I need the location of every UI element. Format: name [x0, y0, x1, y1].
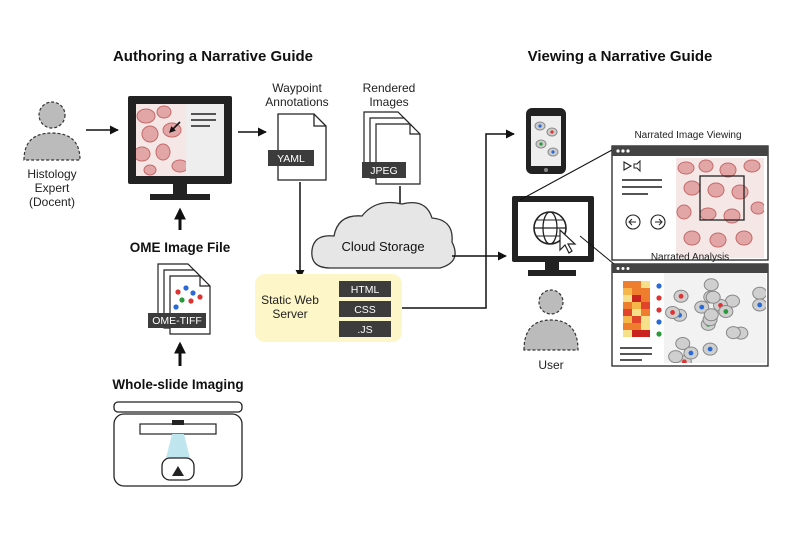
- heatmap-cell: [623, 316, 632, 323]
- cell-shape: [668, 350, 684, 363]
- heatmap-cell: [632, 316, 641, 323]
- analysis-cell-image: [664, 273, 766, 363]
- heatmap-cell: [623, 302, 632, 309]
- waypoint-label-2: Annotations: [265, 95, 328, 109]
- cell-marker: [707, 346, 713, 352]
- narrated-analysis-label: Narrated Analysis: [651, 252, 729, 263]
- cell-shape: [703, 308, 719, 322]
- css-tag: CSS: [354, 304, 376, 316]
- heatmap-cell: [623, 323, 632, 330]
- play-icon: [623, 161, 633, 171]
- heatmap-cell: [641, 288, 650, 295]
- narrated-analysis-window: [611, 263, 769, 367]
- ome-tiff-file-icon: [148, 263, 211, 335]
- tissue-image-icon: [136, 104, 224, 176]
- speaker-icon: [633, 159, 641, 173]
- cloud-storage-icon: [311, 201, 456, 269]
- cell-shape: [725, 326, 741, 340]
- heatmap-cell: [641, 309, 650, 316]
- html-tag: HTML: [351, 284, 380, 296]
- slide-scanner-icon: [113, 401, 243, 487]
- heatmap-cell: [632, 295, 641, 302]
- cell-marker: [688, 350, 694, 356]
- static-server-label-2: Server: [272, 307, 307, 321]
- globe-icon: [533, 211, 567, 245]
- arrow-server-to-phone: [402, 129, 515, 309]
- whole-slide-imaging-label: Whole-slide Imaging: [112, 377, 243, 392]
- rendered-label-1: Rendered: [363, 81, 416, 95]
- cell-marker: [723, 309, 729, 314]
- cell-shape: [703, 278, 719, 292]
- js-tag: .JS: [357, 324, 372, 336]
- ome-tiff-tag: OME-TIFF: [152, 315, 202, 327]
- connector-to-analysis: [579, 235, 615, 265]
- heatmap-grid: [623, 281, 650, 337]
- cell-shape: [675, 336, 691, 350]
- heatmap-cell: [632, 302, 641, 309]
- js-badge: [339, 321, 391, 337]
- heatmap-cell: [641, 330, 650, 337]
- docent-label-3: (Docent): [29, 195, 75, 209]
- heatmap-cell: [623, 288, 632, 295]
- jpeg-tag: JPEG: [370, 165, 397, 177]
- connector-to-viewing: [519, 149, 613, 201]
- jpeg-files-icon: [362, 111, 421, 185]
- ome-image-file-label: OME Image File: [130, 240, 231, 255]
- cell-marker: [678, 293, 684, 299]
- yaml-file-icon: [268, 113, 327, 181]
- heatmap-cell: [641, 316, 650, 323]
- static-server-label-1: Static Web: [261, 293, 319, 307]
- heatmap-cell: [632, 309, 641, 316]
- viewing-heading: Viewing a Narrative Guide: [528, 48, 713, 65]
- phone-icon: [526, 108, 566, 174]
- cell-marker: [757, 302, 763, 308]
- cell-marker: [681, 359, 687, 363]
- cloud-storage-label: Cloud Storage: [341, 239, 424, 254]
- docent-person-icon: [23, 101, 81, 161]
- heatmap-cell: [632, 288, 641, 295]
- cell-shape: [705, 290, 721, 304]
- css-badge: [339, 301, 391, 317]
- heatmap-cell: [623, 309, 632, 316]
- heatmap-cell: [632, 281, 641, 288]
- heatmap-cell: [623, 281, 632, 288]
- yaml-tag: YAML: [277, 153, 305, 165]
- rendered-label-2: Images: [369, 95, 408, 109]
- user-label: User: [538, 358, 563, 372]
- cell-marker: [699, 304, 705, 310]
- docent-label-2: Expert: [35, 181, 70, 195]
- heatmap-cell: [641, 302, 650, 309]
- cell-shape: [752, 286, 766, 300]
- authoring-heading: Authoring a Narrative Guide: [113, 48, 313, 65]
- heatmap-cell: [632, 323, 641, 330]
- narrated-viewing-label: Narrated Image Viewing: [634, 130, 741, 141]
- heatmap-cell: [641, 281, 650, 288]
- waypoint-label-1: Waypoint: [272, 81, 322, 95]
- viewing-tissue-image: [676, 158, 764, 258]
- cursor-icon: [559, 228, 577, 254]
- html-badge: [339, 281, 391, 297]
- authoring-computer-icon: [128, 96, 232, 200]
- docent-label-1: Histology: [27, 167, 76, 181]
- heatmap-cell: [623, 295, 632, 302]
- cell-marker: [670, 310, 675, 315]
- narrated-viewing-window: [611, 145, 769, 261]
- heatmap-cell: [632, 330, 641, 337]
- heatmap-cell: [623, 330, 632, 337]
- heatmap-cell: [641, 295, 650, 302]
- user-person-icon: [523, 289, 579, 351]
- heatmap-cell: [641, 323, 650, 330]
